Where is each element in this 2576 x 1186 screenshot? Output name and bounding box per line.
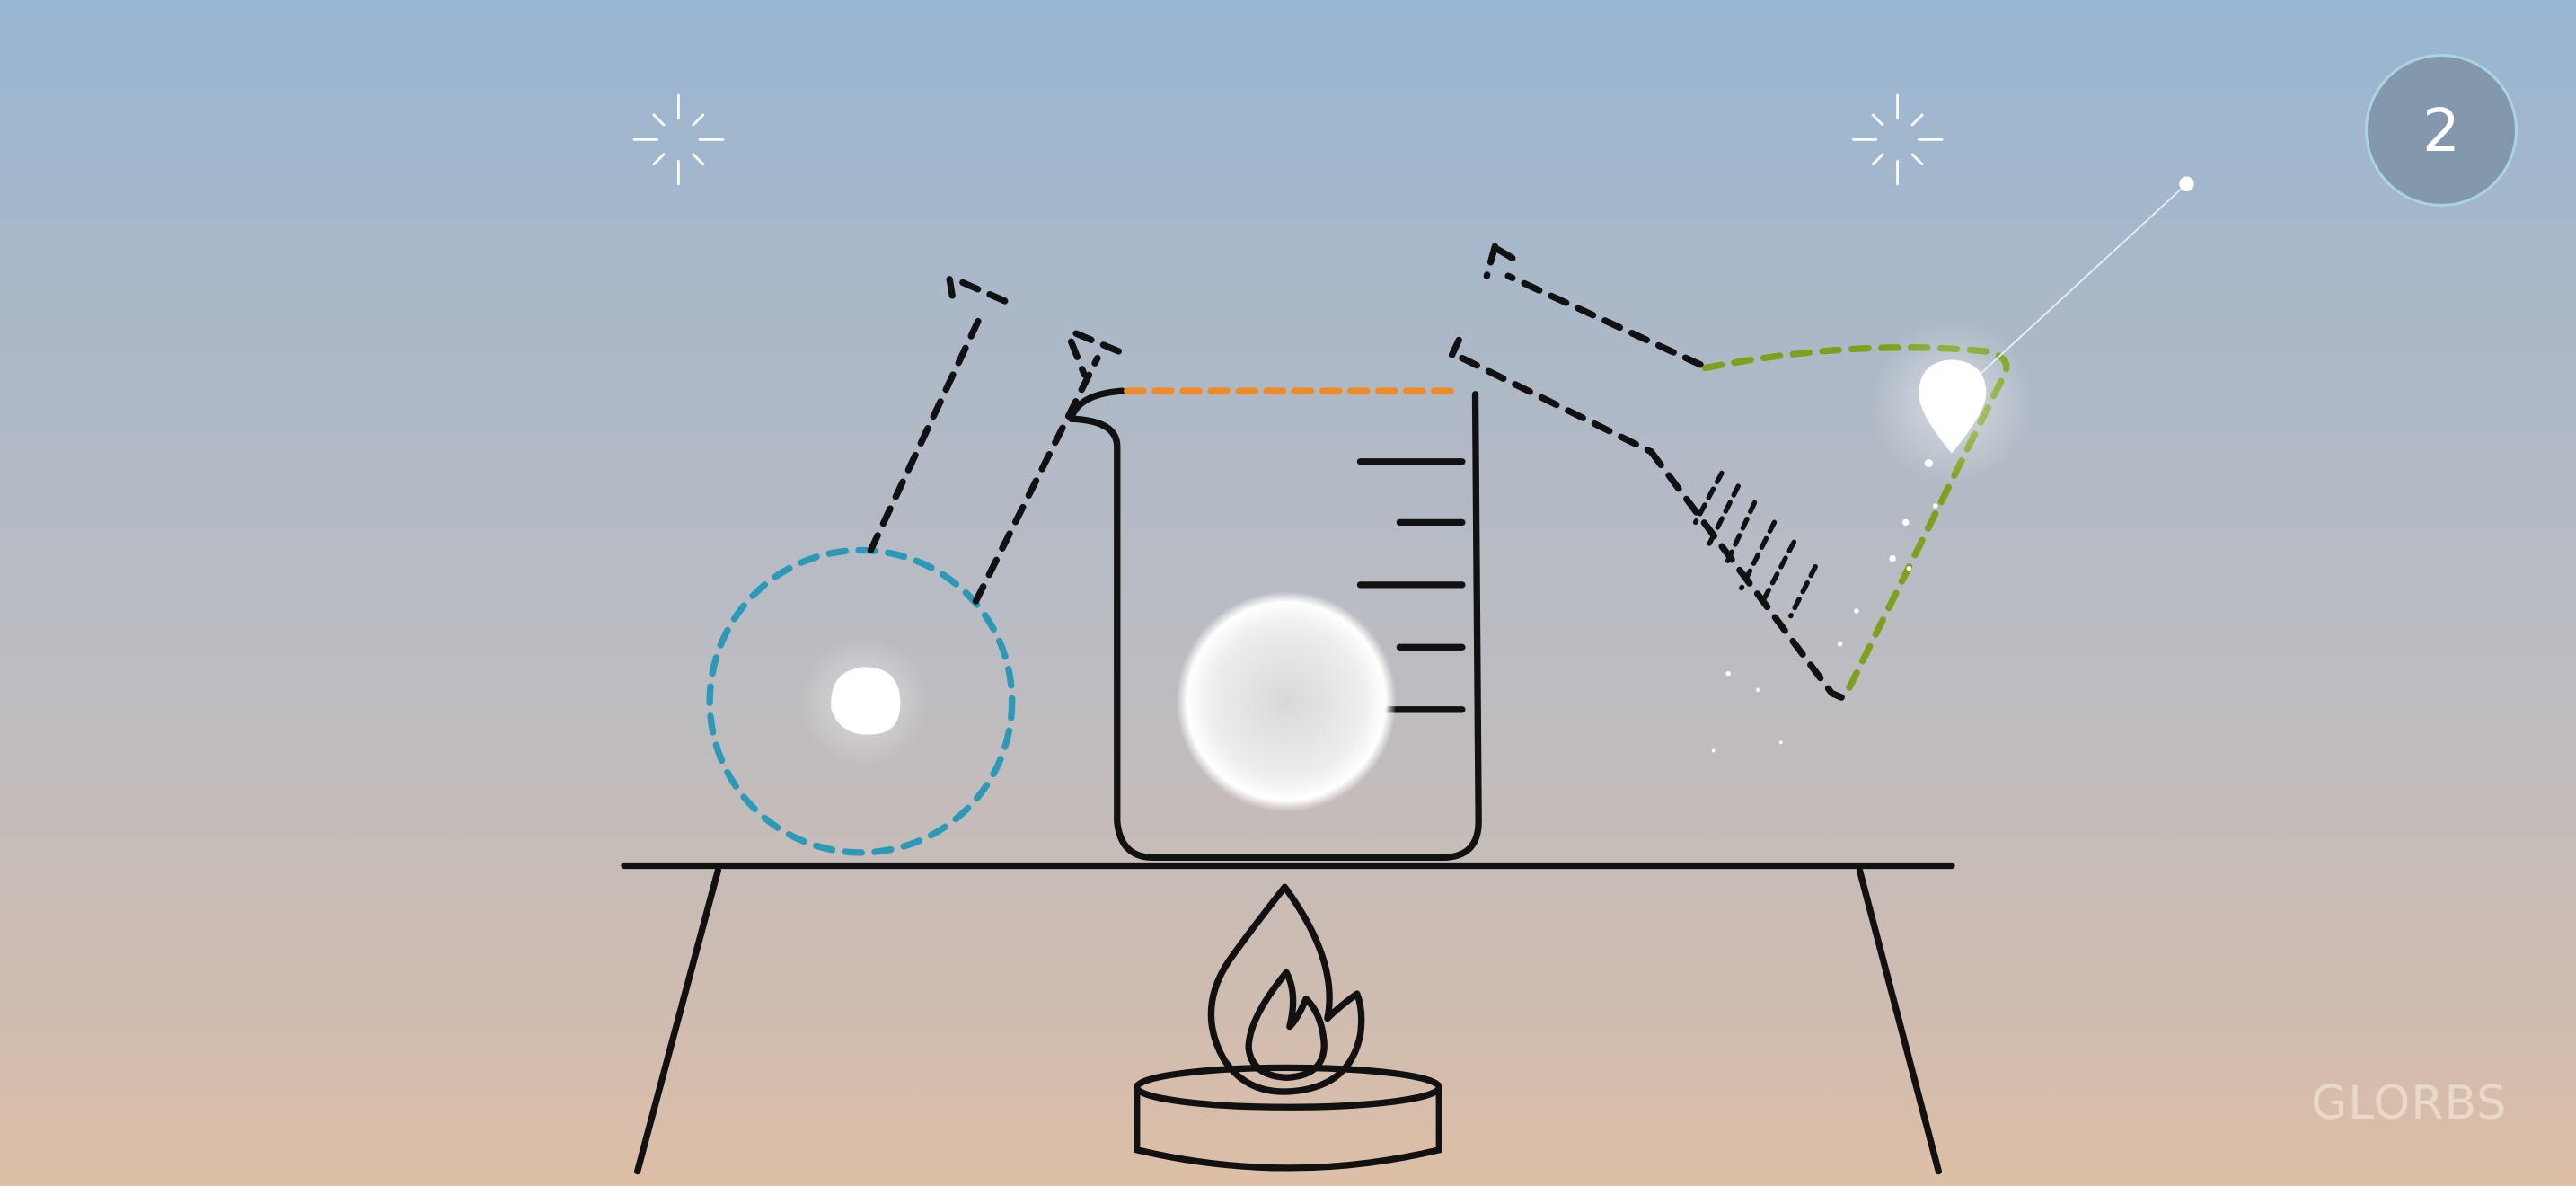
flame-icon (1207, 883, 1365, 1095)
sparkle-icon (632, 93, 725, 186)
glowing-orb[interactable] (1176, 591, 1397, 812)
aim-line (1979, 183, 2188, 376)
bunsen-burner (1134, 1064, 1442, 1172)
glorb-drop[interactable] (1919, 359, 1987, 454)
glorb-blob[interactable] (831, 667, 901, 735)
level-counter-button[interactable]: 2 (2365, 54, 2518, 207)
sparkle-icon (1851, 93, 1944, 186)
lab-table (621, 862, 1955, 1175)
particles (1711, 458, 1938, 753)
aim-target[interactable] (2179, 176, 2194, 191)
level-number: 2 (2422, 95, 2460, 165)
game-logo: GLORBS (2311, 1076, 2508, 1130)
blue-flask[interactable] (706, 276, 1131, 856)
beaker (1067, 387, 1482, 862)
